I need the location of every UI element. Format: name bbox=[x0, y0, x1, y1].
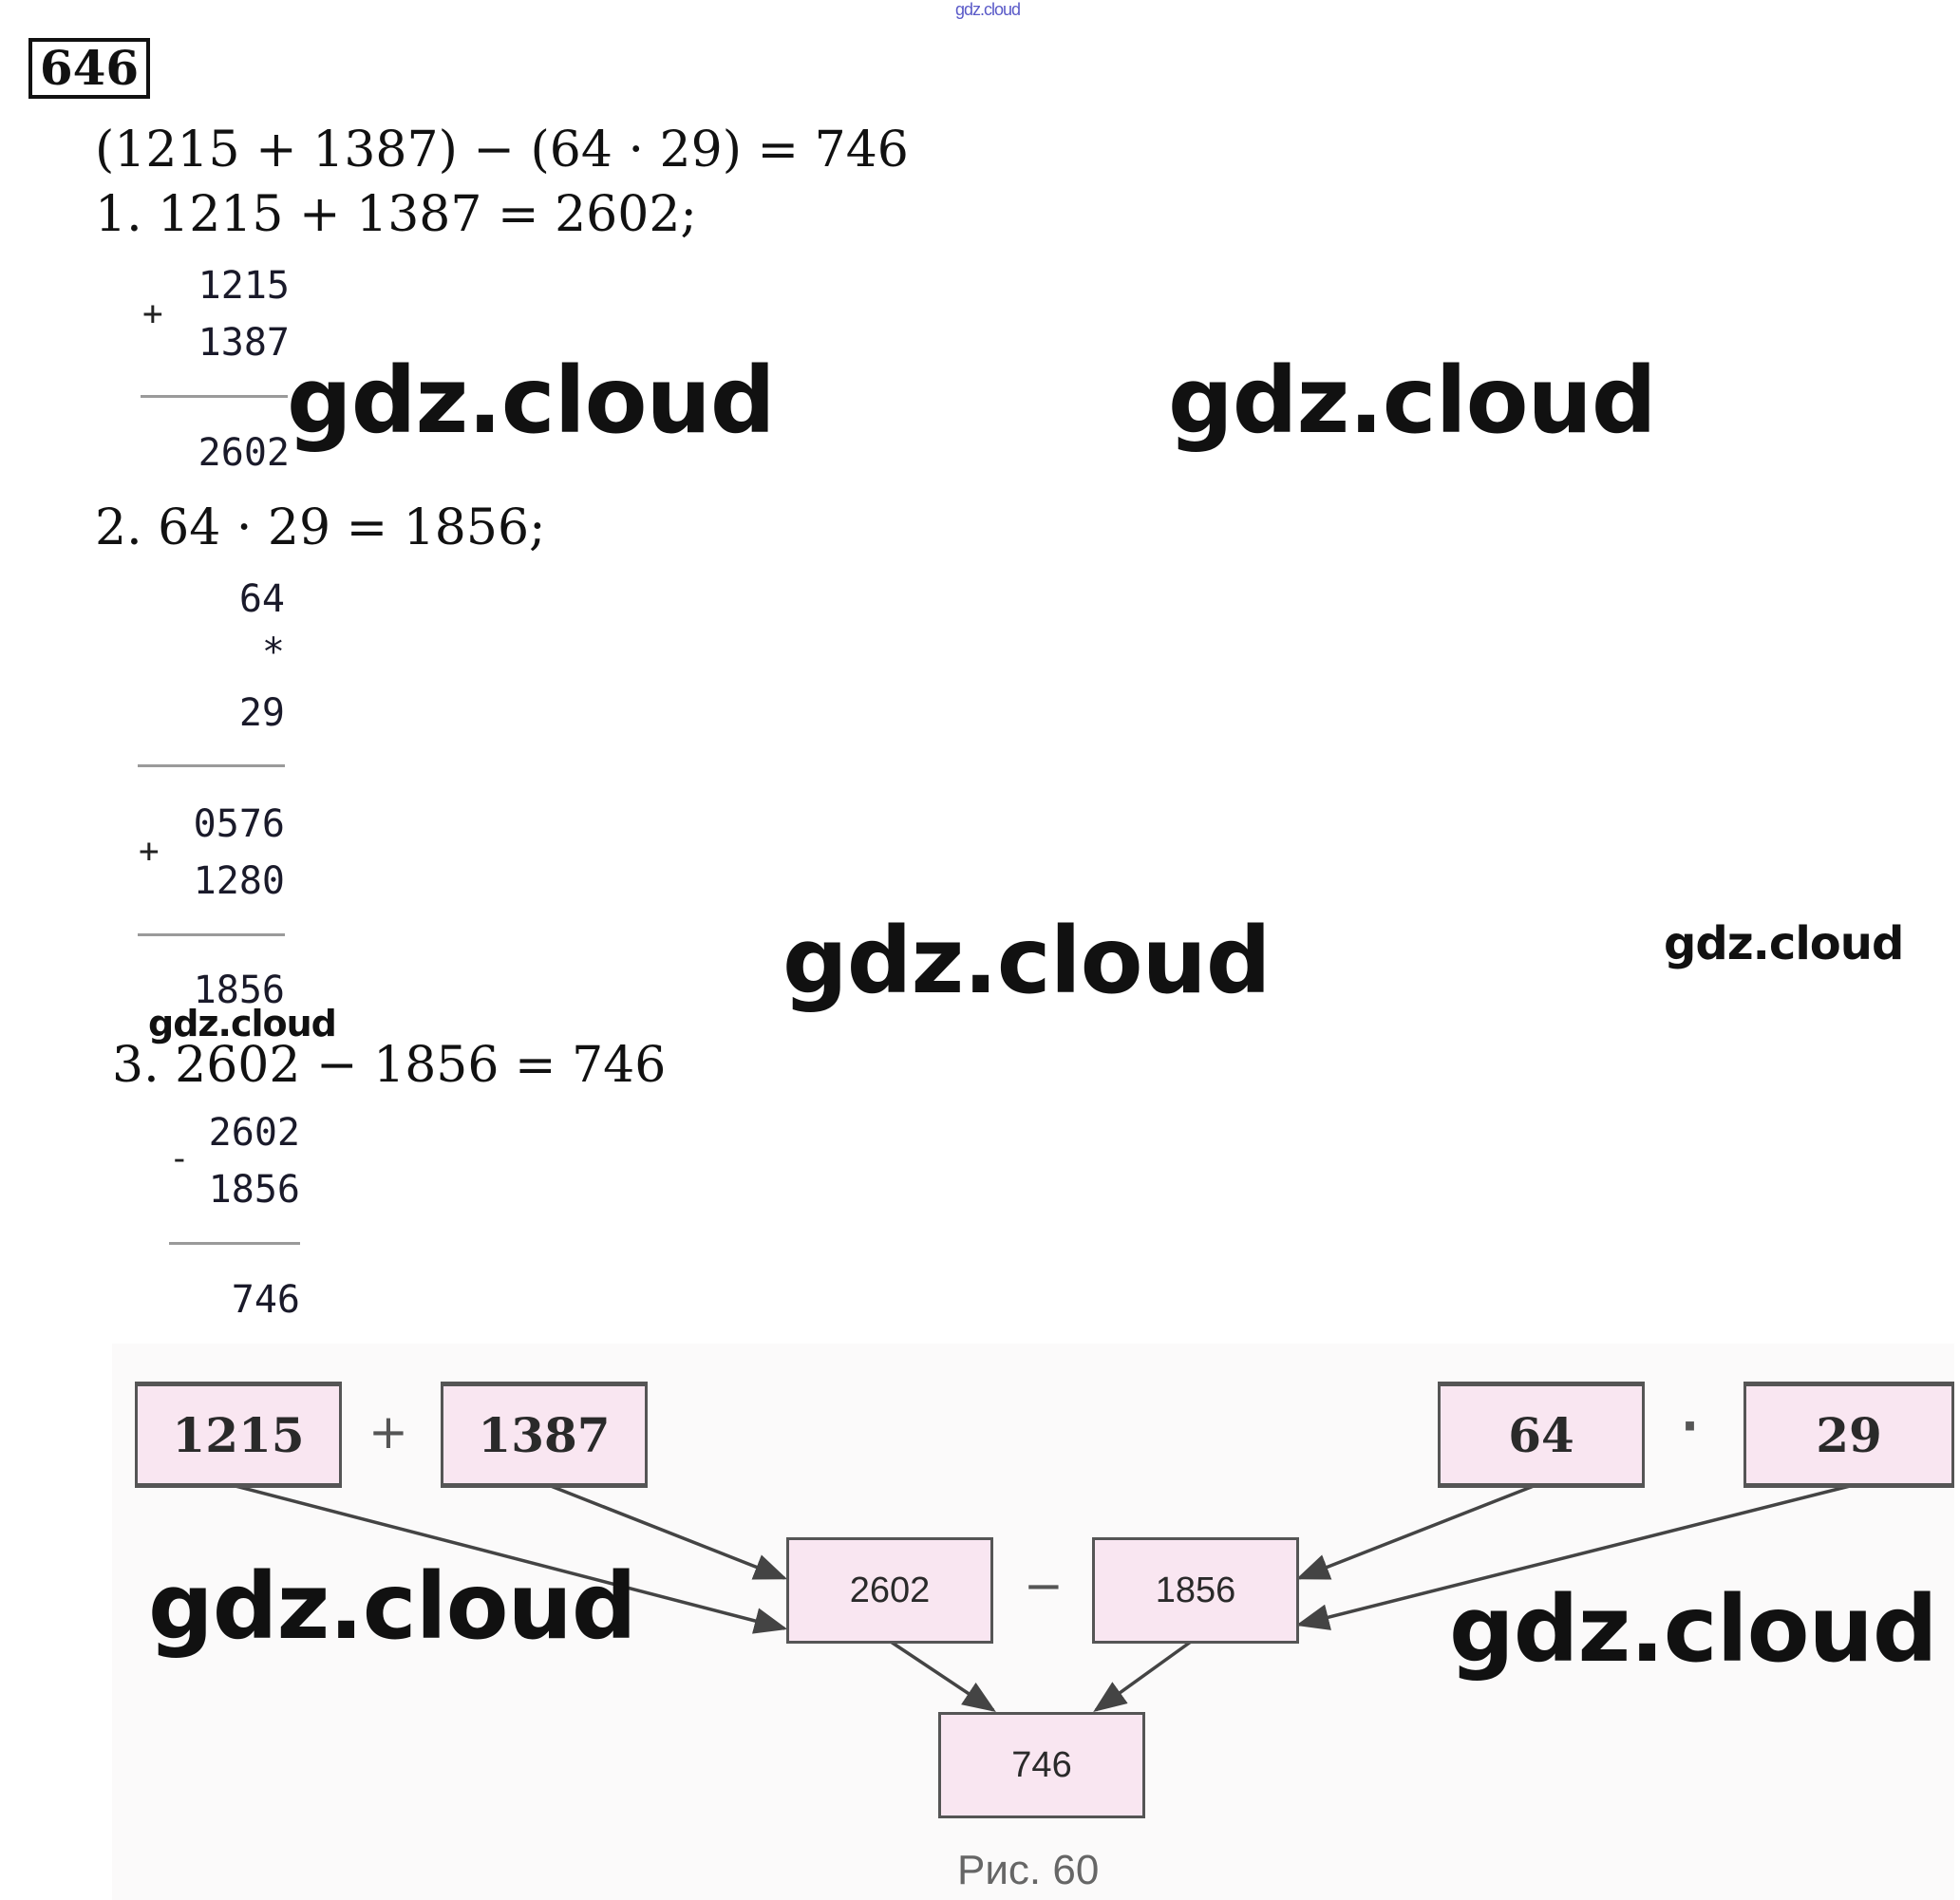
watermark: gdz.cloud bbox=[148, 1553, 637, 1660]
step-1-label: 1. 1215 + 1387 = 2602; bbox=[95, 186, 697, 243]
step-2-operand-1: 64 bbox=[238, 577, 285, 621]
step-3-rule bbox=[169, 1242, 300, 1245]
arrow-b-to-sum bbox=[550, 1484, 788, 1580]
arrow-sum-to-result bbox=[890, 1640, 996, 1712]
node-1387: 1387 bbox=[441, 1382, 648, 1488]
watermark: gdz.cloud bbox=[287, 348, 776, 454]
step-3-operand-2: 1856 bbox=[208, 1168, 300, 1212]
node-746: 746 bbox=[938, 1712, 1145, 1818]
arrow-d-to-product bbox=[1295, 1484, 1851, 1630]
arrow-a-to-sum bbox=[235, 1484, 788, 1634]
arrow-product-to-result bbox=[1093, 1640, 1193, 1713]
step-1-operand-1: 1215 bbox=[198, 264, 290, 308]
operator-dot: · bbox=[1681, 1399, 1699, 1454]
node-29: 29 bbox=[1743, 1382, 1954, 1488]
step-1-result: 2602 bbox=[198, 431, 290, 475]
main-expression: (1215 + 1387) − (64 · 29) = 746 bbox=[95, 122, 909, 179]
arrow-c-to-product bbox=[1295, 1484, 1535, 1580]
watermark: gdz.cloud bbox=[782, 908, 1272, 1014]
operator-plus: + bbox=[368, 1404, 408, 1459]
operator-minus: − bbox=[1024, 1558, 1064, 1613]
step-2-rule-1 bbox=[138, 764, 285, 767]
step-3-result: 746 bbox=[231, 1278, 300, 1322]
step-2-partial-1: 0576 bbox=[193, 802, 285, 846]
step-2-label: 2. 64 · 29 = 1856; bbox=[95, 499, 546, 556]
task-number-badge: 646 bbox=[28, 38, 150, 99]
node-2602: 2602 bbox=[786, 1537, 993, 1644]
step-2-result: 1856 bbox=[193, 969, 285, 1012]
step-1-operator: + bbox=[142, 294, 163, 333]
figure-caption: Рис. 60 bbox=[957, 1847, 1100, 1893]
step-2-rule-2 bbox=[138, 933, 285, 936]
watermark: gdz.cloud bbox=[1168, 348, 1657, 454]
step-3-label: 3. 2602 − 1856 = 746 bbox=[112, 1037, 667, 1094]
step-2-partial-operator: + bbox=[139, 832, 160, 871]
step-2-operand-2: 29 bbox=[238, 691, 285, 735]
watermark: gdz.cloud bbox=[1449, 1576, 1938, 1683]
step-2-operator: * bbox=[261, 630, 285, 674]
watermark: gdz.cloud bbox=[1664, 917, 1904, 970]
step-3-operator: - bbox=[169, 1139, 190, 1178]
step-1-rule bbox=[141, 395, 288, 398]
node-1215: 1215 bbox=[135, 1382, 342, 1488]
diagram-arrows bbox=[235, 1484, 1851, 1713]
step-1-operand-2: 1387 bbox=[198, 321, 290, 365]
step-3-operand-1: 2602 bbox=[208, 1111, 300, 1155]
expression-tree-diagram: 1215 + 1387 64 · 29 2602 − 1856 746 Рис.… bbox=[112, 1344, 1954, 1900]
node-1856: 1856 bbox=[1092, 1537, 1299, 1644]
node-64: 64 bbox=[1438, 1382, 1645, 1488]
step-2-partial-2: 1280 bbox=[193, 859, 285, 903]
watermark: gdz.cloud bbox=[148, 1003, 337, 1044]
site-watermark-top: gdz.cloud bbox=[955, 0, 1021, 19]
